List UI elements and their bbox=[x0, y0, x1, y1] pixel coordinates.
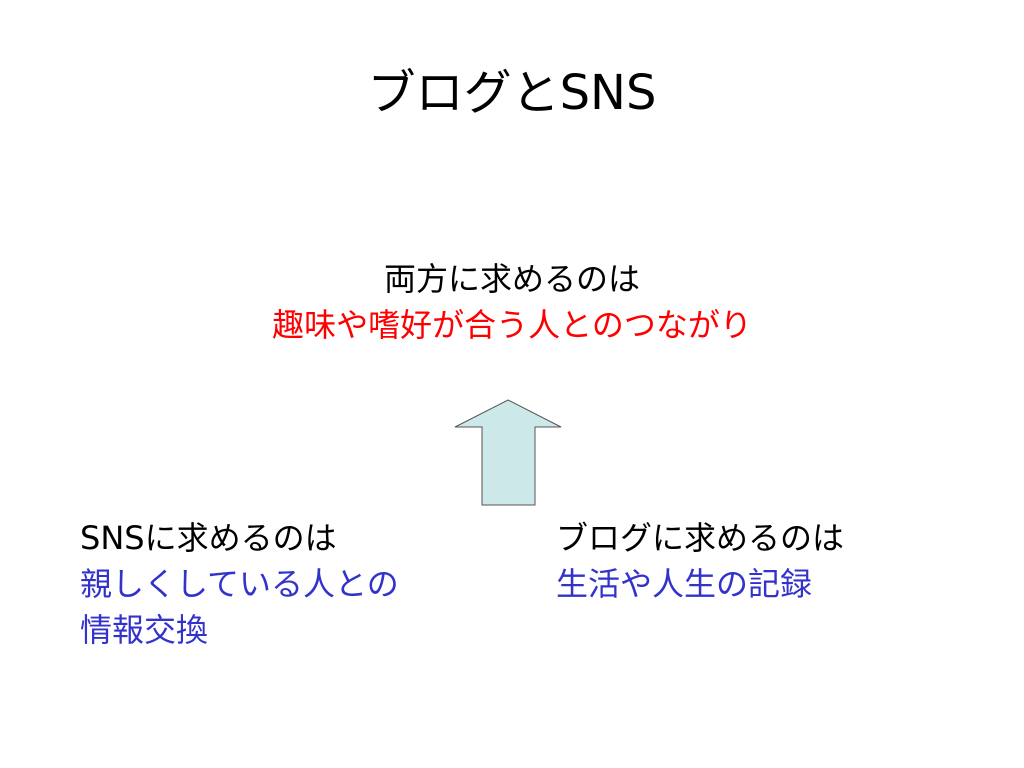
common-goal-block: 両方に求めるのは 趣味や嗜好が合う人とのつながり bbox=[0, 256, 1024, 348]
sns-block: SNSに求めるのは 親しくしている人との 情報交換 bbox=[80, 515, 500, 653]
blog-block: ブログに求めるのは 生活や人生の記録 bbox=[556, 515, 976, 607]
sns-heading: SNSに求めるのは bbox=[80, 519, 337, 557]
slide-title: ブログとSNS bbox=[367, 65, 657, 121]
blog-text-line1: 生活や人生の記録 bbox=[556, 565, 813, 603]
common-goal-heading: 両方に求めるのは bbox=[383, 260, 640, 298]
sns-text-line2: 情報交換 bbox=[80, 611, 209, 649]
common-goal-text: 趣味や嗜好が合う人とのつながり bbox=[272, 306, 752, 344]
sns-text-line1: 親しくしている人との bbox=[80, 565, 399, 603]
up-arrow-icon bbox=[454, 399, 562, 506]
blog-heading: ブログに求めるのは bbox=[556, 519, 845, 557]
